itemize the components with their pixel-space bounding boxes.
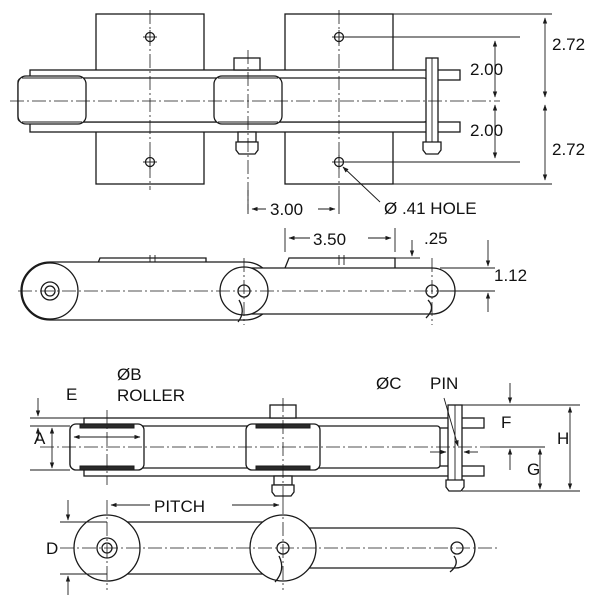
dim-hole-offset-bottom: 2.00 bbox=[470, 121, 503, 140]
dim-attachment-thickness: .25 bbox=[424, 229, 448, 248]
dim-attachment-height: 1.12 bbox=[494, 266, 527, 285]
label-pin: PIN bbox=[430, 374, 458, 393]
hole-marker bbox=[143, 30, 346, 169]
top-view-attachment: 2.72 2.00 2.00 2.72 3.00 Ø .41 HOLE bbox=[10, 10, 585, 219]
label-pin-diameter: ØC bbox=[376, 374, 402, 393]
label-pitch: PITCH bbox=[154, 497, 205, 516]
dim-attachment-width: 3.50 bbox=[313, 230, 346, 249]
label-roller: ROLLER bbox=[117, 386, 185, 405]
side-view-chain: PITCH D bbox=[46, 497, 500, 595]
dim-hole-spacing: 3.00 bbox=[270, 200, 303, 219]
side-view-attachment: 3.50 .25 1.12 bbox=[18, 228, 527, 325]
label-e: E bbox=[66, 385, 77, 404]
label-roller-diameter: ØB bbox=[117, 365, 142, 384]
label-g: G bbox=[527, 460, 540, 479]
label-h: H bbox=[557, 429, 569, 448]
dim-hole-offset-top: 2.00 bbox=[470, 60, 503, 79]
label-a: A bbox=[34, 429, 46, 448]
dim-hole-label: Ø .41 HOLE bbox=[384, 199, 477, 218]
roller-left bbox=[17, 75, 87, 125]
dim-attachment-height-top: 2.72 bbox=[552, 35, 585, 54]
label-d: D bbox=[46, 539, 58, 558]
label-f: F bbox=[501, 413, 511, 432]
top-view-chain: E A ØB ROLLER ØC PIN F H G bbox=[30, 365, 580, 500]
dim-attachment-height-bottom: 2.72 bbox=[552, 140, 585, 159]
nut-right bbox=[422, 141, 442, 155]
nut-center bbox=[235, 141, 259, 155]
